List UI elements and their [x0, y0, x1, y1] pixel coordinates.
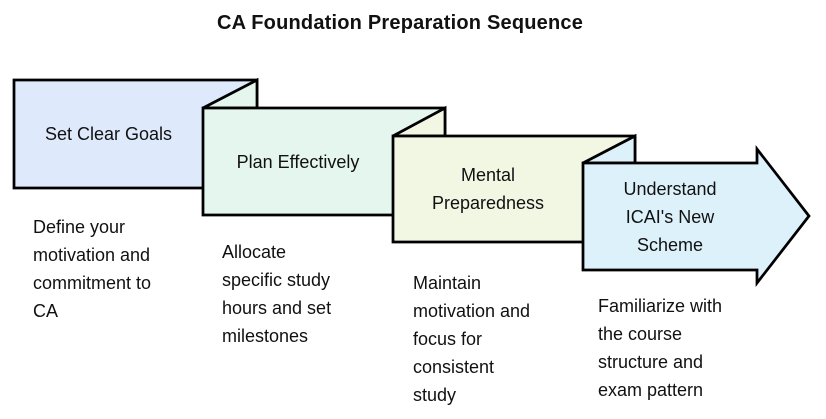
step-2-description: Allocate specific study hours and set mi…	[222, 242, 332, 346]
diagram-title: CA Foundation Preparation Sequence	[216, 12, 584, 34]
step-3-description: Maintain motivation and focus for consis…	[413, 273, 531, 405]
step-3-label: Mental Preparedness	[431, 165, 545, 213]
step-2-label: Plan Effectively	[236, 151, 360, 172]
step-4-description: Familiarize with the course structure an…	[598, 296, 723, 400]
step-1-label: Set Clear Goals	[44, 124, 173, 144]
step-1-description: Define your motivation and commitment to…	[33, 217, 152, 321]
step-4-arrow-shape	[581, 144, 811, 288]
step-4-label: Understand ICAI's New Scheme	[623, 178, 717, 255]
